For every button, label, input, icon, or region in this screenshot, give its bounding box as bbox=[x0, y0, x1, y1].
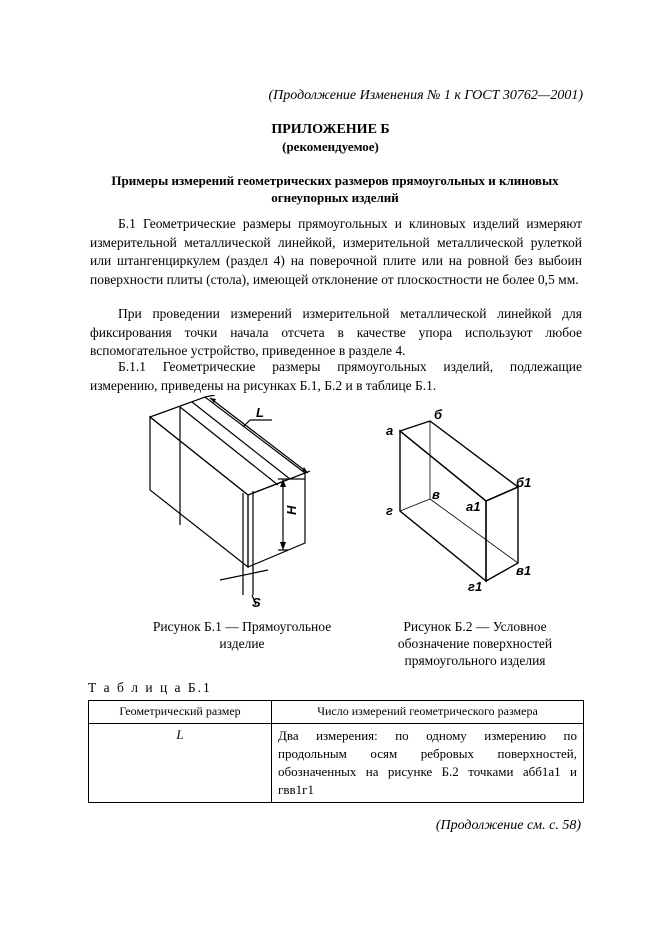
section-title: Примеры измерений геометрических размеро… bbox=[111, 173, 559, 205]
appendix-title: ПРИЛОЖЕНИЕ Б bbox=[271, 122, 390, 137]
figure-surface-notation: а б в г а1 б1 в1 г1 bbox=[386, 407, 531, 594]
label-H: H bbox=[284, 505, 299, 515]
measurements-table: Геометрический размер Число измерений ге… bbox=[88, 700, 584, 803]
label-a: а bbox=[386, 423, 393, 438]
label-g1: г1 bbox=[468, 579, 482, 594]
table-caption: Т а б л и ц а Б.1 bbox=[88, 680, 212, 695]
page-header: (Продолжение Изменения № 1 к ГОСТ 30762—… bbox=[268, 88, 584, 103]
paragraph-b1: Б.1 Геометрические размеры прямоугольных… bbox=[90, 216, 582, 287]
table-cell-count: Два измерения: по одному измерению по пр… bbox=[271, 723, 584, 803]
table-row: L Два измерения: по одному измерению по … bbox=[88, 723, 584, 803]
label-b: б bbox=[434, 407, 443, 422]
page-footer: (Продолжение см. с. 58) bbox=[435, 818, 581, 833]
label-g: г bbox=[386, 503, 393, 518]
table-cell-dimension: L bbox=[88, 723, 272, 803]
paragraph-ruler: При проведении измерений измерительной м… bbox=[90, 306, 582, 358]
appendix-subtitle: (рекомендуемое) bbox=[282, 139, 379, 154]
label-b1: б1 bbox=[516, 475, 531, 490]
table-header-count: Число измерений геометрического размера bbox=[271, 700, 584, 724]
table-header-dimension: Геометрический размер bbox=[88, 700, 272, 724]
label-S: S bbox=[252, 595, 261, 610]
label-v: в bbox=[432, 487, 440, 502]
label-v1: в1 bbox=[516, 563, 531, 578]
figure1-caption: Рисунок Б.1 — Прямоугольное изделие bbox=[152, 619, 332, 651]
label-a1: а1 bbox=[466, 499, 480, 514]
figure2-caption: Рисунок Б.2 — Условное обозначение повер… bbox=[397, 619, 553, 668]
label-L: L bbox=[256, 405, 264, 420]
paragraph-b11: Б.1.1 Геометрические размеры прямоугольн… bbox=[90, 359, 582, 393]
figure-rectangular-product: L H S bbox=[148, 395, 311, 610]
